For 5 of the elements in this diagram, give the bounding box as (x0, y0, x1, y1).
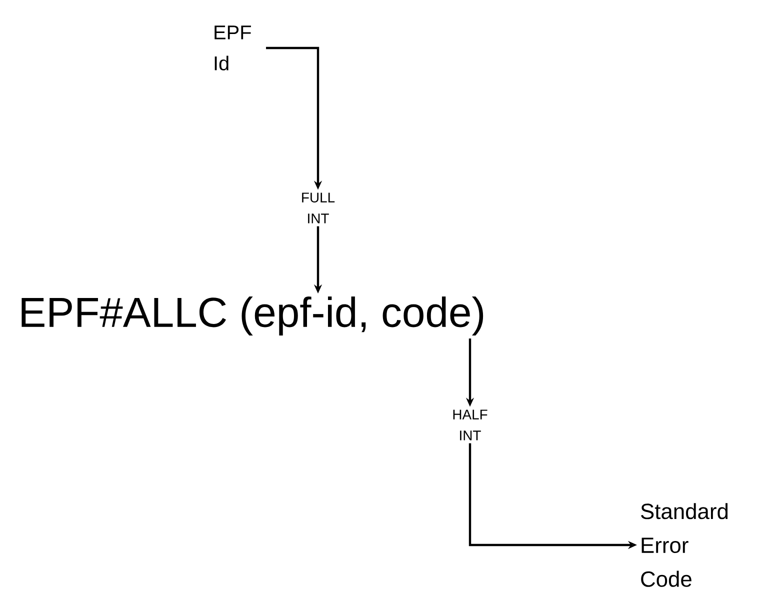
text-label: EPF Id (214, 26, 251, 70)
text-label: EPF#ALLC (epf-id, code) (22, 296, 484, 336)
text-label: FULL INT (302, 192, 335, 224)
text-label: Standard Error Code (641, 503, 728, 587)
text-label: HALF INT (453, 410, 488, 440)
